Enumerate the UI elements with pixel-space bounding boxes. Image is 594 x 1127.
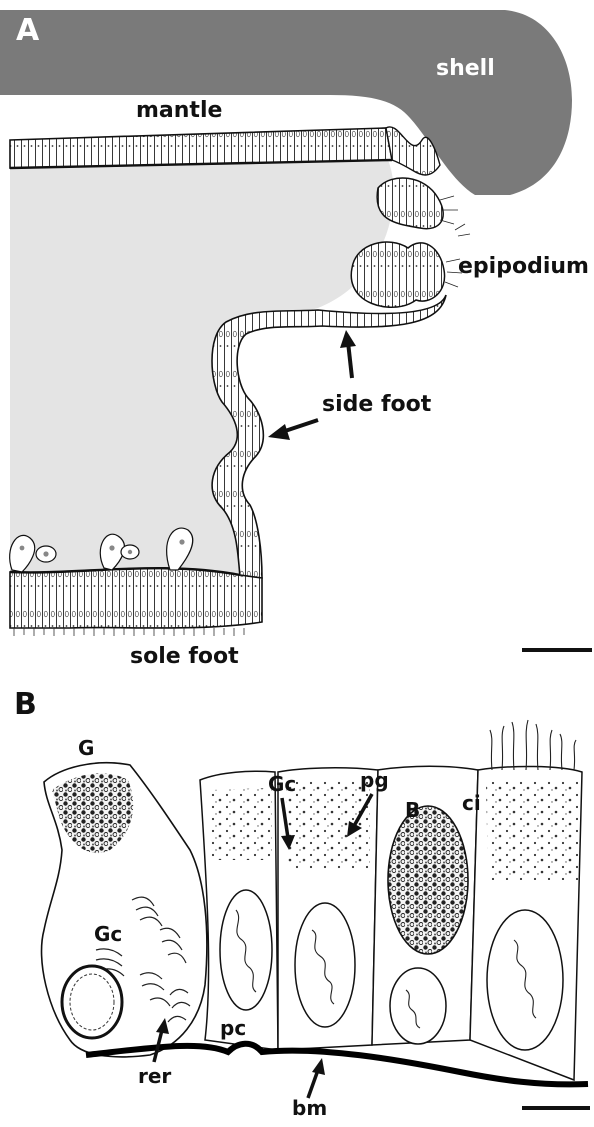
mantle-label: mantle [136,100,222,122]
panel-a [0,10,592,650]
body-interior [10,160,394,575]
label-rer: rer [138,1066,171,1086]
side-foot-label: side foot [322,394,431,416]
label-gc-top: Gc [268,774,296,794]
cell3-granule-mass [388,806,468,954]
cell2-granules [286,780,370,870]
arrow-bm [308,1058,325,1098]
cilia [490,720,576,770]
side-foot-arrow-upper [340,330,356,378]
label-gc-left: Gc [94,924,122,944]
panel-b [42,720,590,1108]
cell4-granules [486,780,578,880]
side-foot-epithelium [212,295,446,578]
label-pc: pc [220,1018,246,1038]
label-bm: bm [292,1098,327,1118]
epipodium-label: epipodium [458,256,589,278]
label-b: B [405,800,420,820]
cell1-granules [210,788,272,860]
shell-label: shell [436,58,495,80]
sole-cilia [14,628,244,636]
gland-nucleus [62,966,122,1038]
panel-b-letter: B [14,690,37,720]
sole-foot-label: sole foot [130,646,239,668]
label-pg: pg [360,770,389,790]
side-foot-arrow-lower [268,420,318,440]
cell3-nucleus [390,968,446,1044]
panel-a-letter: A [16,16,39,46]
epipodium-fold-lower [351,242,444,307]
label-ci: ci [462,793,481,813]
label-g: G [78,738,94,758]
sole-foot-epithelium [10,568,262,628]
